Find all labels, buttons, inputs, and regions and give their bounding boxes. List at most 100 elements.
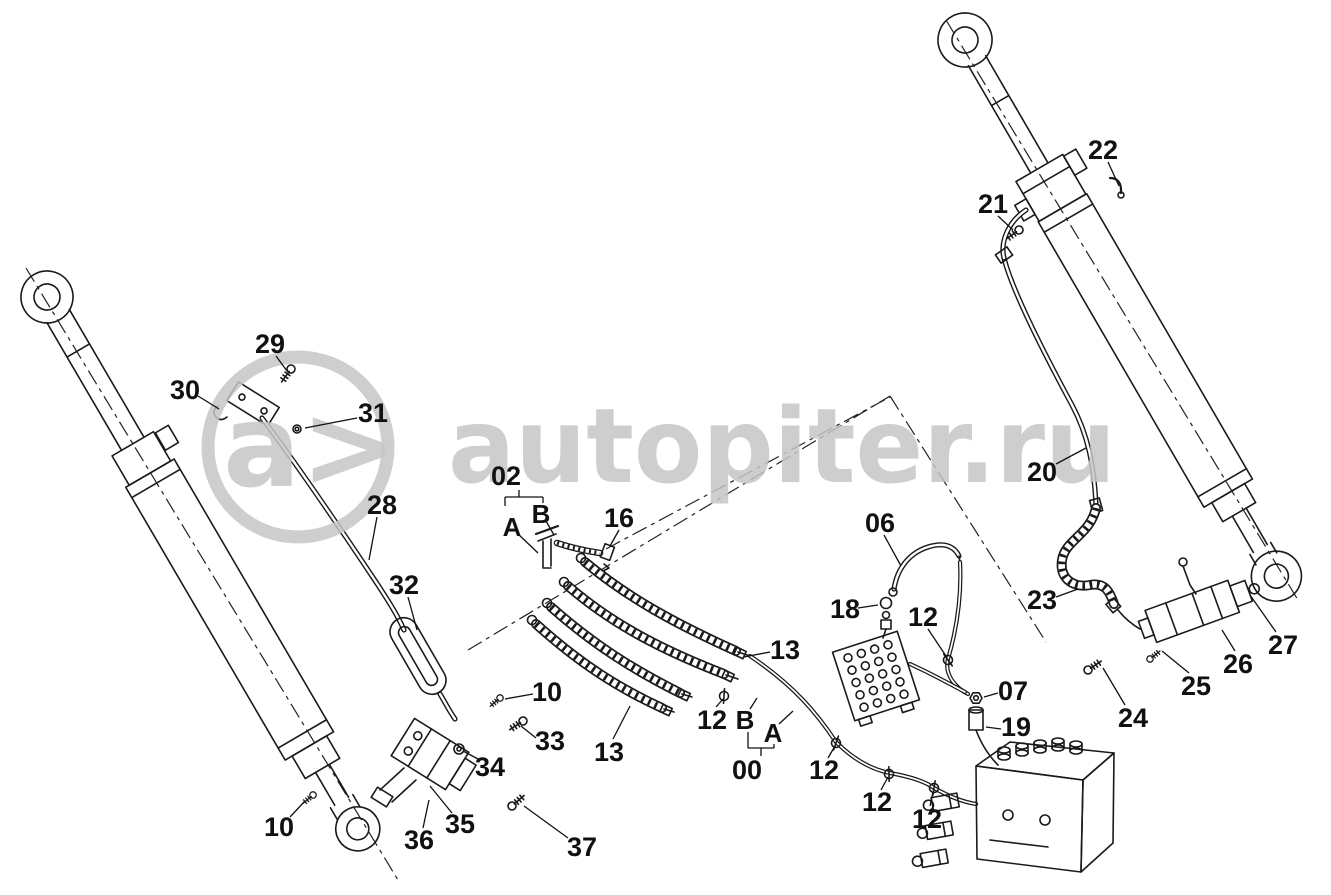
leader-21: [997, 215, 1014, 231]
leader-16: [609, 529, 620, 547]
valve-block-26: [1137, 579, 1261, 644]
mount-plate-36: [370, 767, 417, 808]
section-marker-B-1: B: [532, 499, 551, 529]
part-callout-16: 16: [604, 503, 634, 533]
leader-12b: [715, 698, 724, 708]
part-callout-28: 28: [367, 490, 397, 520]
leader-12e: [929, 791, 934, 807]
part-callout-10-1: 10: [532, 677, 562, 707]
fitting-31: [292, 424, 302, 434]
part-callout-27: 27: [1268, 630, 1298, 660]
part-callout-10-2: 10: [264, 812, 294, 842]
leader-35: [429, 785, 453, 814]
pipe-loop-32: [389, 616, 447, 696]
watermark-logo-text: a>: [223, 380, 397, 514]
leader-33: [520, 725, 537, 739]
valve-block-35-36: [390, 717, 477, 792]
hose-23: [1062, 508, 1141, 630]
part-callout-29: 29: [255, 329, 285, 359]
leader-10a: [504, 693, 534, 700]
part-callout-31: 31: [358, 398, 388, 428]
part-callout-25: 25: [1181, 671, 1211, 701]
left-hydraulic-cylinder: [20, 270, 381, 852]
leader-24: [1102, 667, 1126, 706]
leader-23: [1055, 588, 1079, 598]
leader-25: [1161, 650, 1190, 674]
watermark-logo-circle: [201, 350, 395, 544]
part-callout-12-1: 12: [908, 602, 938, 632]
part-callout-36: 36: [404, 825, 434, 855]
part-callout-12-2: 12: [697, 705, 727, 735]
section-marker-A-1: A: [503, 512, 522, 542]
section-marker-B-2: B: [736, 705, 755, 735]
part-callout-32: 32: [389, 570, 419, 600]
bracket-00: [747, 732, 775, 756]
leader-12d: [880, 776, 889, 791]
leader-19: [985, 726, 1002, 730]
leader-12c: [827, 745, 836, 759]
hoses-13: [526, 552, 751, 717]
part-callouts: 22 21 29 30 31 28 02 16 06 20 18 12 23 3…: [170, 135, 1298, 862]
part-callout-07: 07: [998, 676, 1028, 706]
leader-36: [422, 799, 430, 829]
hose-clip-22: [1108, 176, 1125, 199]
clamp-12-b: [716, 687, 732, 705]
part-callout-13-1: 13: [770, 635, 800, 665]
leader-lines: [197, 161, 1277, 839]
part-callout-24: 24: [1118, 703, 1148, 733]
part-callout-06: 06: [865, 508, 895, 538]
pipe-06: [888, 545, 960, 597]
right-hydraulic-cylinder: [937, 12, 1303, 602]
manifold-block: [910, 737, 1115, 873]
leader-07: [983, 692, 999, 698]
leader-20: [1055, 447, 1087, 465]
part-callout-26: 26: [1223, 649, 1253, 679]
leader-06: [883, 534, 902, 567]
fitting-18: [879, 596, 893, 639]
part-callout-22: 22: [1088, 135, 1118, 165]
leader-27: [1249, 594, 1277, 633]
leader-13b: [612, 705, 631, 740]
construction-lines: [25, 19, 1299, 881]
part-callout-13-2: 13: [594, 737, 624, 767]
watermark-site-text: autopiter.ru: [448, 387, 1116, 507]
leader-12a: [927, 628, 947, 657]
part-callout-33: 33: [535, 726, 565, 756]
bolt-24: [1081, 656, 1105, 677]
part-callout-23: 23: [1027, 585, 1057, 615]
watermark: a> autopiter.ru: [201, 350, 1116, 544]
part-callout-35: 35: [445, 809, 475, 839]
bolt-33: [506, 714, 530, 734]
part-callout-12-3: 12: [809, 755, 839, 785]
leader-B2: [749, 697, 758, 710]
part-callout-18: 18: [830, 594, 860, 624]
fitting-19: [968, 706, 999, 766]
fitting-07: [969, 691, 983, 705]
leader-32: [407, 596, 418, 631]
part-callout-37: 37: [567, 832, 597, 862]
section-marker-A-2: A: [764, 718, 783, 748]
leader-29: [275, 355, 288, 372]
leader-34: [462, 750, 479, 760]
leader-26: [1221, 629, 1236, 652]
part-callout-12-5: 12: [912, 804, 942, 834]
part-callout-02: 02: [491, 461, 521, 491]
bracket-02: [504, 490, 544, 506]
pin-25: [1144, 647, 1163, 665]
leader-A2: [778, 710, 794, 725]
pipe-assembly-02: [534, 524, 600, 569]
part-callout-30: 30: [170, 375, 200, 405]
fitting-26-top: [1178, 557, 1197, 595]
leader-22: [1107, 161, 1120, 187]
part-callout-34: 34: [475, 752, 505, 782]
clamp-12-e: [926, 778, 942, 798]
leader-10b: [289, 800, 306, 818]
port-34: [453, 743, 465, 755]
leader-A1: [516, 532, 539, 554]
leader-18: [857, 604, 879, 609]
coupler-plate: [831, 630, 921, 727]
bolt-37: [505, 791, 528, 813]
part-callout-19: 19: [1001, 712, 1031, 742]
part-callout-00: 00: [732, 755, 762, 785]
